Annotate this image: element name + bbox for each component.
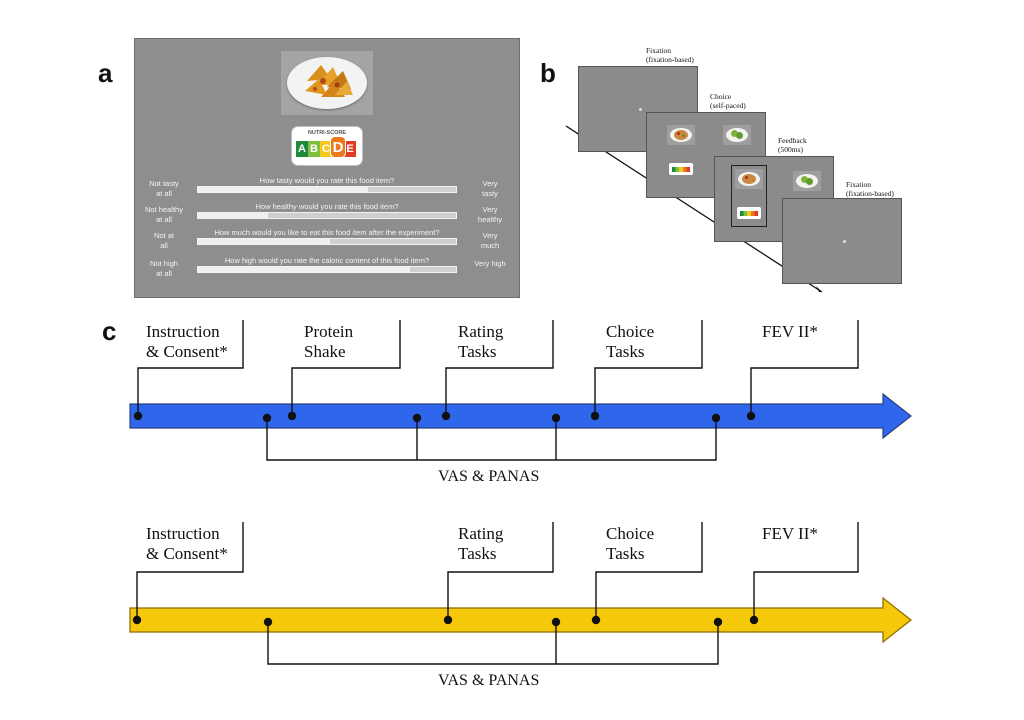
callout-instruction-1 [137,320,244,416]
rating-slider-fill-3 [198,239,330,244]
dot-choice-1 [590,411,600,421]
event-label-fev-2: FEV II* [762,524,818,543]
nutri-score-letter-a: A [296,141,308,157]
label-fixation-1: Fixation(fixation-based) [646,46,694,64]
dot-vas-1a [262,413,272,423]
measure-label-2: VAS & PANAS [438,672,540,689]
rating-slider-fill-1 [198,187,369,192]
vas-bracket-1 [266,418,717,461]
label-fixation-2: Fixation(fixation-based) [846,180,894,198]
timeline-2 [129,522,912,665]
dot-vas-1c [551,413,561,423]
timeline-1 [129,320,912,461]
dot-rating-2 [443,615,453,625]
food-image-sprouts [723,125,751,145]
callout-rating-2 [447,522,554,620]
timeline-arrow-2 [129,596,912,644]
fixation-dot [639,108,642,111]
food-image-nachos [281,51,373,115]
rating-slider-3[interactable] [197,238,457,245]
rating-slider-fill-2 [198,213,268,218]
nutri-score-mini-2 [737,207,761,219]
dot-protein-1 [287,411,297,421]
label-feedback: Feedback(500ms) [778,136,807,154]
dot-fev-1 [746,411,756,421]
nutri-score-mini-1 [669,163,693,175]
choice-screen [646,112,766,198]
label-choice: Choice(self-paced) [710,92,746,110]
nutri-score-title: NUTRI-SCORE [307,130,347,136]
food-image-pizza [667,125,695,145]
dot-vas-2c [713,617,723,627]
fixation-screen-2 [782,198,902,284]
callout-protein-1 [291,320,401,416]
rating-slider-fill-4 [198,267,410,272]
callout-fev-1 [750,320,859,416]
callout-choice-2 [595,522,703,620]
rating-question-3: How much would you like to eat this food… [214,228,440,237]
callout-rating-1 [445,320,554,416]
nutri-score-letter-e: E [344,141,356,157]
rating-slider-2[interactable] [197,212,457,219]
food-image-pizza-selected [735,169,763,189]
nutri-score-letter-b: B [308,141,320,157]
callout-instruction-2 [136,522,244,620]
nutri-score-letter-d: D [330,136,346,158]
fixation-dot-2 [843,240,846,243]
measure-label-1: VAS & PANAS [438,468,540,485]
dot-instruction-1 [133,411,143,421]
callout-choice-1 [594,320,703,416]
rating-question-1: How tasty would you rate this food item? [259,176,395,185]
dot-rating-1 [441,411,451,421]
selection-frame [731,165,767,227]
dot-vas-1d [711,413,721,423]
callout-fev-2 [753,522,859,620]
dot-vas-2a [263,617,273,627]
panel-letter-a: a [98,58,113,88]
trial-sequence-panel: Fixation(fixation-based) Choice(self-pac… [560,40,902,300]
rating-right-anchor-4: Very high [474,259,506,268]
dot-vas-1b [412,413,422,423]
event-label-fev-1: FEV II* [762,322,818,341]
timeline-arrow-1 [129,392,912,440]
rating-scales: How tasty would you rate this food item?… [135,39,521,299]
nutri-score-letter-c: C [320,141,332,157]
time-axis [565,125,823,293]
panel-letter-b: b [540,58,556,88]
dot-instruction-2 [132,615,142,625]
panel-letter-c: c [102,316,117,346]
dot-vas-2b [551,617,561,627]
nachos-illustration [305,65,353,97]
rating-question-2: How healthy would you rate this food ite… [255,202,399,211]
vas-bracket-2 [267,622,719,665]
rating-slider-4[interactable] [197,266,457,273]
rating-question-4: How high would you rate the caloric cont… [224,256,430,265]
event-label-instruction-1: Instruction& Consent* [146,322,228,361]
rating-slider-1[interactable] [197,186,457,193]
food-image-sprouts-2 [793,171,821,191]
dot-choice-2 [591,615,601,625]
event-label-instruction-2: Instruction& Consent* [146,524,228,563]
dot-fev-2 [749,615,759,625]
